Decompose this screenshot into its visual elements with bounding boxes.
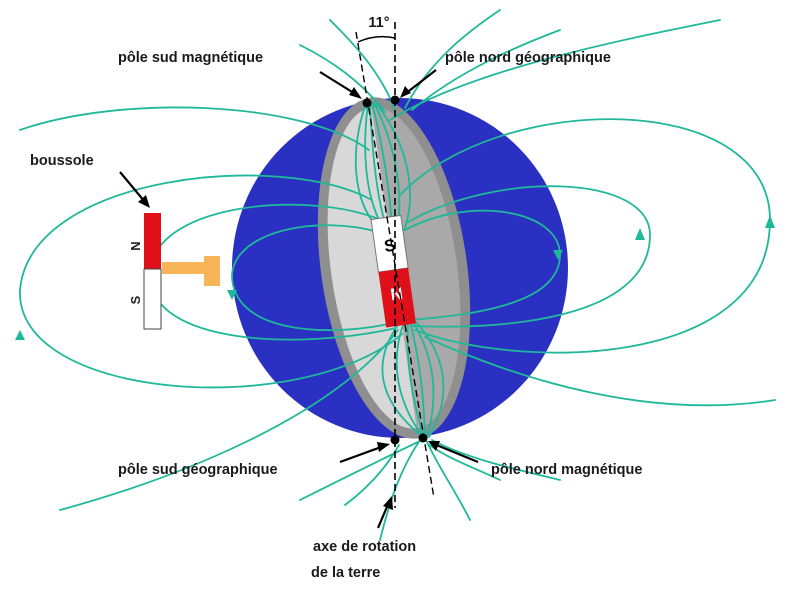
pointer-geographic-north (405, 70, 436, 94)
label-rotation-axis-line1: axe de rotation (313, 539, 416, 555)
compass-north-letter: N (128, 241, 143, 250)
label-rotation-axis-line2: de la terre (311, 565, 380, 581)
compass: N S (128, 213, 220, 329)
label-geographic-north-pole: pôle nord géographique (445, 50, 611, 66)
angle-arc (358, 37, 395, 42)
compass-mount-arm (162, 262, 206, 274)
bar-magnet-north-letter: N (389, 284, 404, 305)
compass-needle-south (144, 269, 161, 329)
label-magnetic-south-pole: pôle sud magnétique (118, 50, 263, 66)
geographic-north-pole-dot (391, 96, 400, 105)
label-geographic-south-pole: pôle sud géographique (118, 462, 278, 478)
magnetic-north-pole-dot (419, 434, 428, 443)
geographic-south-pole-dot (391, 436, 400, 445)
magnetic-south-pole-dot (363, 99, 372, 108)
label-magnetic-north-pole: pôle nord magnétique (491, 462, 642, 478)
label-compass: boussole (30, 153, 94, 169)
compass-needle-north (144, 213, 161, 269)
angle-label: 11° (368, 15, 389, 31)
compass-mount-block (204, 256, 220, 286)
pointer-compass (120, 172, 145, 202)
pointer-geographic-south (340, 446, 384, 462)
compass-south-letter: S (128, 295, 143, 304)
